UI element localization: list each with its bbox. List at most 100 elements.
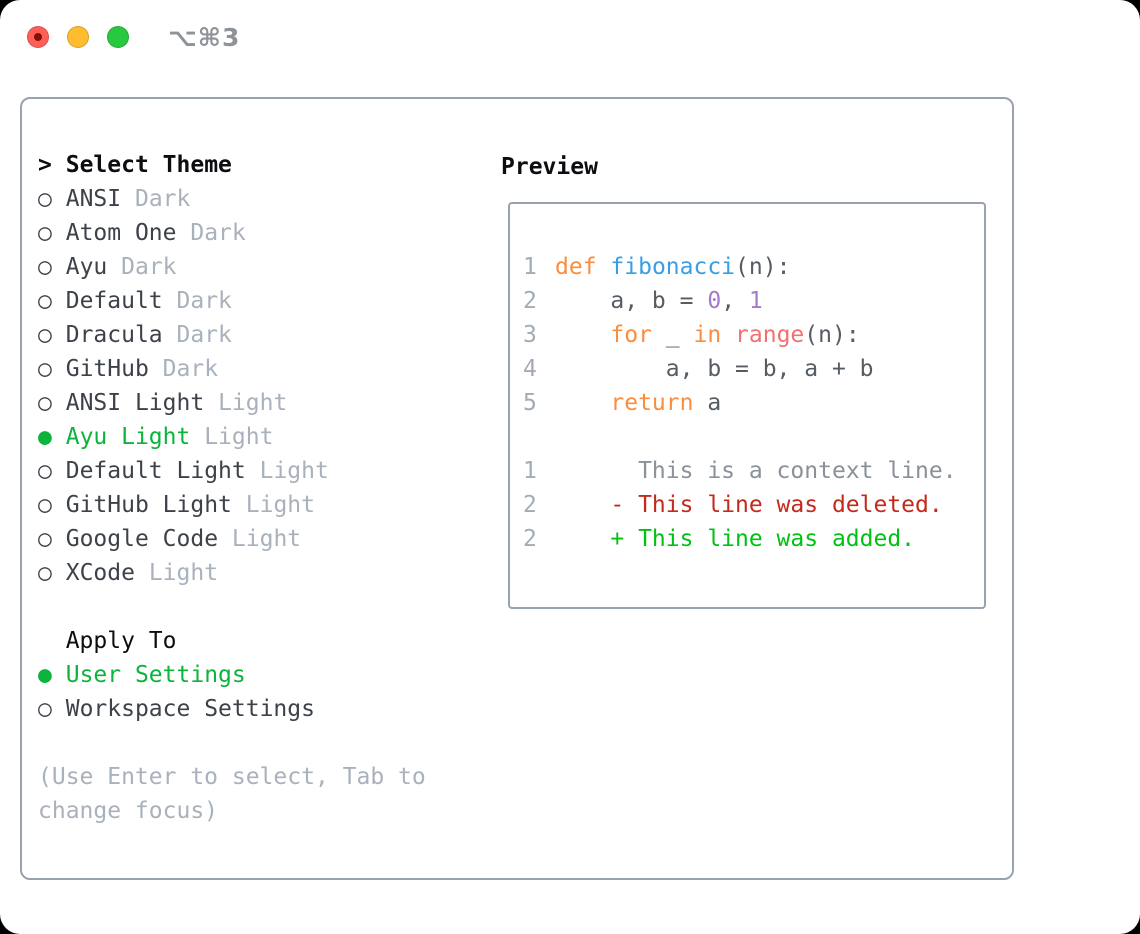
apply-option[interactable]: ○ Workspace Settings (38, 692, 498, 726)
theme-option[interactable]: ● Ayu Light Light (38, 420, 498, 454)
theme-option[interactable]: ○ ANSI Dark (38, 182, 498, 216)
code-line: 2 a, b = 0, 1 (523, 284, 957, 318)
spacer (38, 590, 498, 624)
theme-variant: Light (204, 424, 274, 450)
theme-variant: Dark (176, 288, 232, 314)
line-number: 3 (523, 322, 537, 348)
code-token: in (693, 322, 722, 348)
line-number: 1 (523, 458, 537, 484)
code-token: This is a context line. (555, 458, 957, 484)
theme-variant: Light (245, 492, 315, 518)
radio-icon: ● (38, 424, 52, 450)
code-token: return (610, 390, 694, 416)
spacer (38, 726, 498, 760)
code-token: a, b = b, a + b (555, 356, 874, 382)
code-token: - This line was deleted. (555, 492, 943, 518)
hint-text: (Use Enter to select, Tab to (38, 760, 498, 794)
cursor-icon: > (38, 152, 52, 178)
code-token: def (555, 254, 597, 280)
close-button[interactable] (27, 26, 49, 48)
theme-name: Dracula (65, 322, 163, 348)
theme-variant: Dark (121, 254, 177, 280)
code-token: a (693, 390, 722, 416)
radio-icon: ○ (38, 696, 52, 722)
radio-icon: ○ (38, 390, 52, 416)
theme-option[interactable]: ○ Google Code Light (38, 522, 498, 556)
radio-icon: ○ (38, 458, 52, 484)
radio-icon: ○ (38, 254, 52, 280)
code-token: range (735, 322, 805, 348)
theme-name: Atom One (65, 220, 177, 246)
code-token: 0 (707, 288, 722, 314)
radio-icon: ○ (38, 526, 52, 552)
theme-variant: Light (259, 458, 329, 484)
radio-icon: ○ (38, 560, 52, 586)
theme-option[interactable]: ○ ANSI Light Light (38, 386, 498, 420)
radio-icon: ○ (38, 322, 52, 348)
unsaved-dot-icon (34, 33, 42, 41)
code-line: 2 + This line was added. (523, 522, 957, 556)
theme-name: GitHub (65, 356, 149, 382)
radio-icon: ● (38, 662, 52, 688)
line-number: 2 (523, 492, 537, 518)
code-line: 3 for _ in range(n): (523, 318, 957, 352)
option-label: Workspace Settings (65, 696, 315, 722)
radio-icon: ○ (38, 492, 52, 518)
code-line: 1 This is a context line. (523, 454, 957, 488)
code-token: (n): (804, 322, 860, 348)
theme-name: Ayu (65, 254, 108, 280)
code-token: (n): (735, 254, 791, 280)
apply-to-header: Apply To (38, 624, 498, 658)
theme-name: Google Code (65, 526, 219, 552)
theme-variant: Dark (176, 322, 232, 348)
preview-heading: Preview (501, 154, 598, 180)
theme-option[interactable]: ○ Dracula Dark (38, 318, 498, 352)
theme-variant: Light (218, 390, 288, 416)
code-token (721, 322, 735, 348)
theme-option[interactable]: ○ GitHub Dark (38, 352, 498, 386)
theme-variant: Light (231, 526, 302, 552)
radio-icon: ○ (38, 288, 52, 314)
apply-to-title: Apply To (65, 628, 177, 654)
window-title: ⌥⌘3 (168, 23, 241, 52)
option-label: User Settings (65, 662, 246, 688)
hint-line: change focus) (38, 798, 219, 824)
theme-option[interactable]: ○ Default Dark (38, 284, 498, 318)
line-number: 5 (523, 390, 537, 416)
theme-name: Default (65, 288, 163, 314)
theme-option[interactable]: ○ Atom One Dark (38, 216, 498, 250)
theme-list-header: > Select Theme (38, 148, 498, 182)
code-line: 2 - This line was deleted. (523, 488, 957, 522)
theme-variant: Dark (162, 356, 219, 382)
apply-option[interactable]: ● User Settings (38, 658, 498, 692)
code-token: fibonacci (610, 254, 736, 280)
theme-name: XCode (65, 560, 135, 586)
hint-text: change focus) (38, 794, 498, 828)
code-token: a, b = (555, 288, 708, 314)
code-token (555, 322, 610, 348)
theme-selector: > Select Theme○ ANSI Dark○ Atom One Dark… (38, 148, 498, 828)
theme-name: Ayu Light (65, 424, 191, 450)
preview-pane (508, 202, 986, 609)
minimize-button[interactable] (67, 26, 89, 48)
theme-name: Default Light (65, 458, 246, 484)
theme-option[interactable]: ○ Default Light Light (38, 454, 498, 488)
code-line: 5 return a (523, 386, 957, 420)
theme-variant: Light (148, 560, 219, 586)
code-line: 4 a, b = b, a + b (523, 352, 957, 386)
theme-variant: Dark (190, 220, 246, 246)
code-token: for (610, 322, 652, 348)
theme-name: GitHub Light (65, 492, 232, 518)
theme-option[interactable]: ○ XCode Light (38, 556, 498, 590)
hint-line: (Use Enter to select, Tab to (38, 764, 426, 790)
theme-name: ANSI Light (65, 390, 205, 416)
theme-option[interactable]: ○ GitHub Light Light (38, 488, 498, 522)
theme-option[interactable]: ○ Ayu Dark (38, 250, 498, 284)
maximize-button[interactable] (107, 26, 129, 48)
line-number: 4 (523, 356, 537, 382)
line-number: 2 (523, 288, 537, 314)
theme-list-title: Select Theme (65, 152, 232, 178)
